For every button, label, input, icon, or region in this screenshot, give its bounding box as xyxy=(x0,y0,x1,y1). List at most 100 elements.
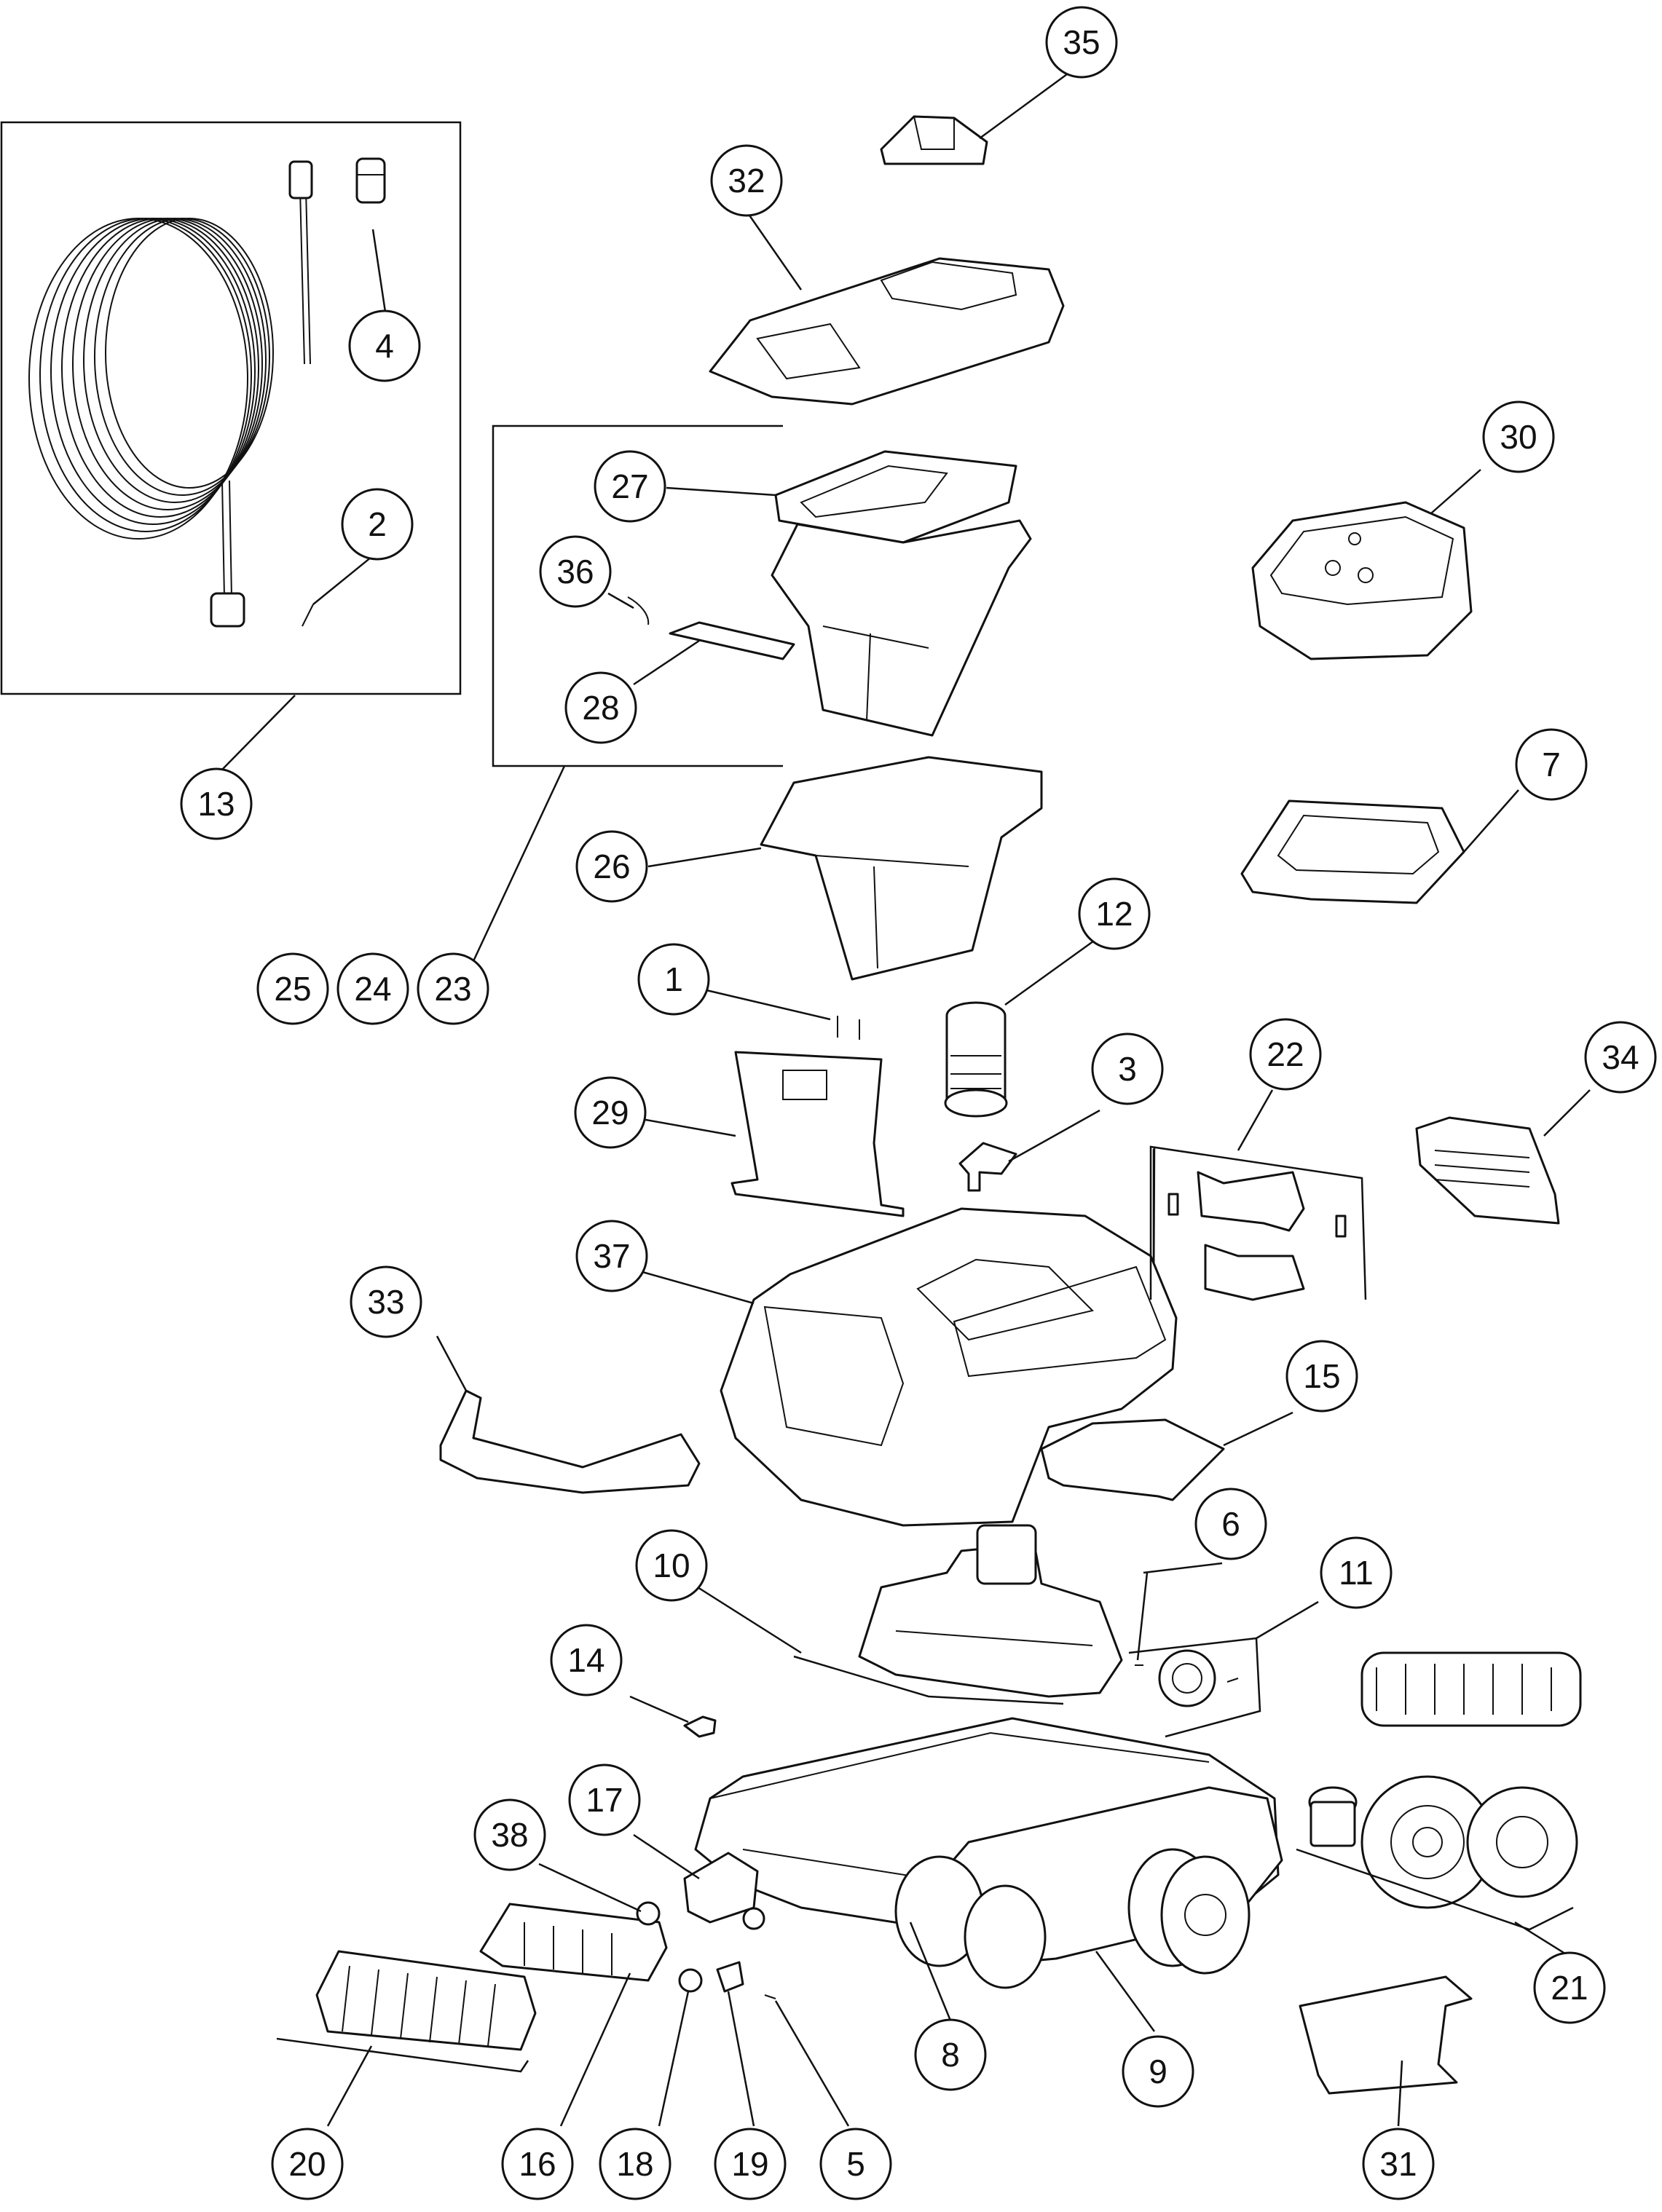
callout-number: 1 xyxy=(664,960,683,998)
wheel-kit-illustration xyxy=(1308,1651,1582,1909)
callout-circle xyxy=(575,1220,648,1292)
motor-block-illustration xyxy=(858,1524,1123,1698)
callout-number: 32 xyxy=(728,162,765,200)
callout-circle xyxy=(1584,1021,1657,1094)
side-inserts-bracket-line xyxy=(1149,1145,1367,1300)
callout-26: 26 xyxy=(575,830,648,903)
top-cover-illustration xyxy=(709,257,1065,406)
pin-illustration xyxy=(302,604,314,627)
cable-coil-illustration xyxy=(28,160,313,628)
callout-8: 8 xyxy=(914,2018,987,2091)
callout-circle xyxy=(336,952,409,1025)
callout-number: 3 xyxy=(1118,1050,1137,1088)
callout-circle xyxy=(1285,1340,1358,1413)
callout-number: 20 xyxy=(288,2145,326,2183)
callout-circle xyxy=(1091,1032,1164,1105)
callout-circle xyxy=(1045,6,1118,79)
callout-number: 15 xyxy=(1303,1357,1340,1395)
cable-kit-group-box xyxy=(0,121,462,695)
callout-circle xyxy=(1515,728,1588,801)
callout-4: 4 xyxy=(348,309,421,382)
callout-number: 6 xyxy=(1221,1505,1240,1543)
callout-27: 27 xyxy=(594,450,666,523)
side-guard-illustration xyxy=(1299,1975,1473,2095)
callout-15: 15 xyxy=(1285,1340,1358,1413)
filter-basket-upper-illustration xyxy=(771,519,1032,737)
callout-number: 12 xyxy=(1095,895,1133,933)
callout-number: 29 xyxy=(591,1094,629,1131)
callout-number: 26 xyxy=(593,848,630,885)
callout-38: 38 xyxy=(473,1798,546,1871)
callout-number: 27 xyxy=(611,467,648,505)
callout-21: 21 xyxy=(1533,1951,1606,2024)
side-panel-illustration xyxy=(1415,1116,1560,1225)
callout-circle xyxy=(341,488,414,561)
callout-31: 31 xyxy=(1362,2128,1435,2200)
callout-number: 19 xyxy=(731,2145,768,2183)
callout-circle xyxy=(637,943,710,1016)
callout-22: 22 xyxy=(1249,1018,1322,1091)
filter-basket-group-bracket xyxy=(492,424,783,767)
callout-circle xyxy=(417,952,489,1025)
callout-20: 20 xyxy=(271,2128,344,2200)
callout-5: 5 xyxy=(819,2128,892,2200)
brush-roller-illustration xyxy=(479,1903,668,1982)
callout-circle xyxy=(914,2018,987,2091)
callout-23: 23 xyxy=(417,952,489,1025)
callout-circle xyxy=(180,767,253,840)
callout-number: 33 xyxy=(367,1283,404,1321)
callout-circle xyxy=(568,1763,641,1836)
caddy-base-illustration xyxy=(1240,799,1465,904)
callout-36: 36 xyxy=(539,535,612,608)
callout-number: 23 xyxy=(434,970,471,1008)
impeller-blade-illustration xyxy=(958,1142,1017,1192)
callout-number: 21 xyxy=(1551,1969,1588,2007)
clip-illustration xyxy=(627,596,650,625)
callout-7: 7 xyxy=(1515,728,1588,801)
callout-circle xyxy=(714,2128,787,2200)
callout-circle xyxy=(1482,400,1555,473)
callout-circle xyxy=(1194,1488,1267,1560)
retainer-clip-illustration xyxy=(683,1715,717,1738)
callout-circle xyxy=(1122,2035,1194,2108)
callout-37: 37 xyxy=(575,1220,648,1292)
callout-circle xyxy=(539,535,612,608)
callout-24: 24 xyxy=(336,952,409,1025)
callout-circle xyxy=(1362,2128,1435,2200)
callout-11: 11 xyxy=(1320,1536,1393,1609)
wheels-illustration xyxy=(1127,1848,1251,1975)
callout-number: 28 xyxy=(582,689,619,727)
callout-1: 1 xyxy=(637,943,710,1016)
callout-circle xyxy=(635,1529,708,1602)
filter-basket-lower-illustration xyxy=(760,756,1043,981)
callout-number: 14 xyxy=(567,1641,604,1679)
callout-number: 25 xyxy=(274,970,311,1008)
callout-6: 6 xyxy=(1194,1488,1267,1560)
callout-circle xyxy=(819,2128,892,2200)
callout-12: 12 xyxy=(1078,877,1151,950)
callout-13: 13 xyxy=(180,767,253,840)
callout-number: 34 xyxy=(1602,1038,1639,1076)
side-inserts-illustration xyxy=(1167,1171,1347,1301)
callout-number: 4 xyxy=(375,327,394,365)
callout-17: 17 xyxy=(568,1763,641,1836)
callout-circle xyxy=(473,1798,546,1871)
callout-2: 2 xyxy=(341,488,414,561)
power-supply-illustration xyxy=(1251,501,1473,660)
callout-9: 9 xyxy=(1122,2035,1194,2108)
callout-circle xyxy=(1533,1951,1606,2024)
callout-circle xyxy=(350,1265,422,1338)
bushing-parts-illustration xyxy=(636,1852,776,1999)
callout-number: 35 xyxy=(1063,23,1100,61)
callout-circle xyxy=(271,2128,344,2200)
callout-number: 11 xyxy=(1339,1554,1374,1592)
swivel-connector-illustration xyxy=(355,157,386,204)
callout-34: 34 xyxy=(1584,1021,1657,1094)
callout-circle xyxy=(550,1624,623,1696)
handle-insert-illustration xyxy=(1040,1418,1225,1501)
wheel-kit-bracket-line xyxy=(1296,1848,1574,1931)
callout-number: 30 xyxy=(1500,418,1537,456)
screws-illustration xyxy=(837,1016,860,1040)
